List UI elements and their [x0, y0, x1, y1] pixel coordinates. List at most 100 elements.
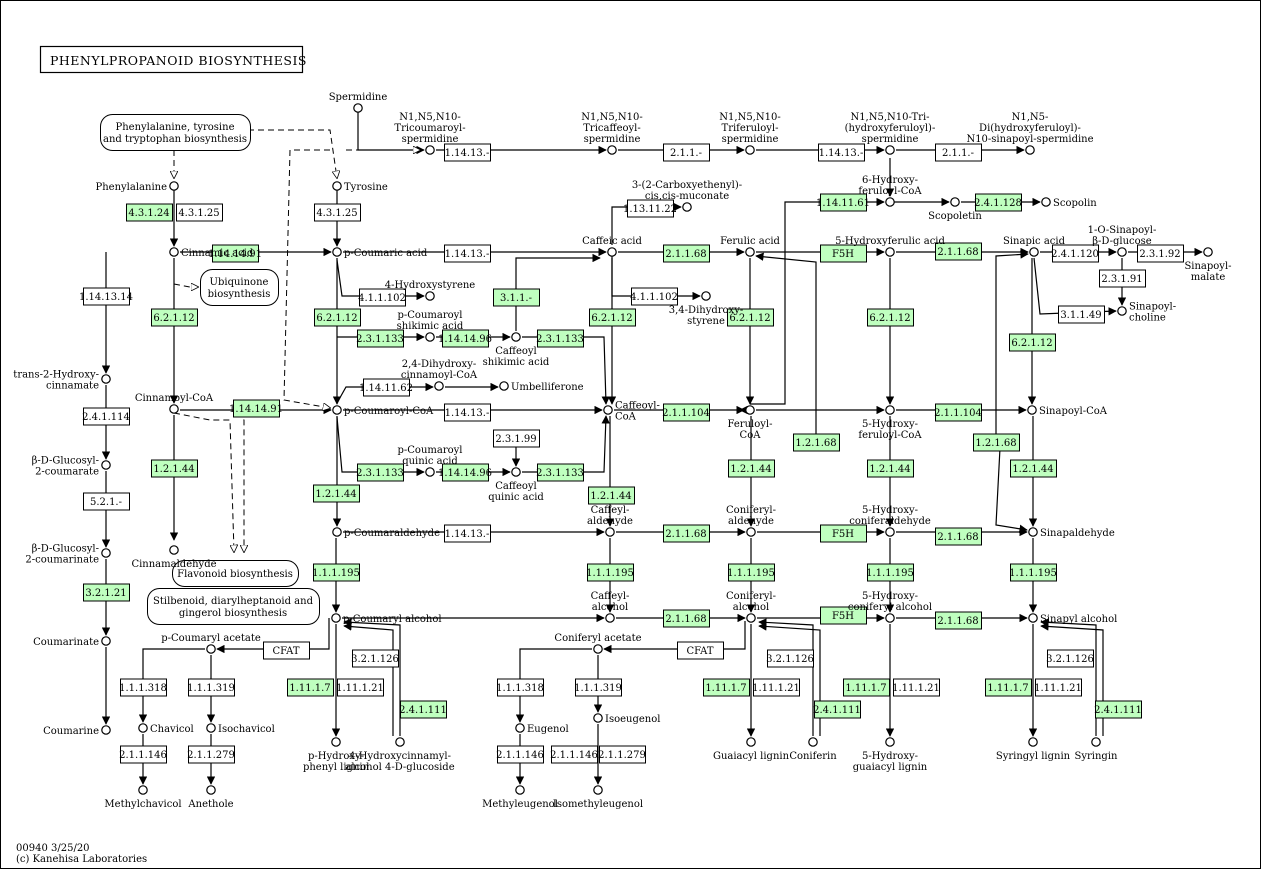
enzyme-box-e76[interactable]: 1.11.1.7 [703, 678, 750, 697]
enzyme-box-e71[interactable]: 1.1.1.319 [187, 678, 235, 697]
enzyme-box-e81[interactable]: 1.11.1.21 [1034, 678, 1082, 697]
enzyme-box-e30[interactable]: 2.3.1.133 [356, 329, 404, 348]
pathway-box-stil[interactable]: Stilbenoid, diarylheptanoid andgingerol … [147, 588, 320, 625]
compound-node-methylchavicol[interactable] [138, 785, 148, 795]
enzyme-boxes[interactable]: 1.14.13.-2.1.1.-1.14.13.-2.1.1.-1.14.11.… [79, 143, 1184, 764]
enzyme-box-e10[interactable]: 4.3.1.25 [314, 203, 361, 222]
compound-node-5hconald[interactable] [885, 527, 895, 537]
compound-node-hstyrene[interactable] [425, 291, 435, 301]
compound-node-pcoumarylalc[interactable] [331, 613, 341, 623]
compound-node-cinnamoylcoa[interactable] [169, 404, 179, 414]
enzyme-box-e63[interactable]: F5H [820, 606, 867, 625]
compound-node-phe[interactable] [169, 181, 179, 191]
enzyme-box-e44[interactable]: 1.14.14.96 [438, 463, 492, 482]
compound-node-pcoumaric[interactable] [332, 247, 342, 257]
enzyme-box-e48[interactable]: 1.2.1.44 [588, 486, 635, 505]
enzyme-box-e6[interactable]: 2.4.1.128 [974, 193, 1022, 212]
compound-node-cinnamaldehyde[interactable] [169, 545, 179, 555]
compound-node-cinnamic[interactable] [169, 247, 179, 257]
enzyme-box-e31[interactable]: 1.14.14.96 [438, 329, 492, 348]
enzyme-box-e56[interactable]: 3.2.1.21 [83, 583, 130, 602]
compound-node-dihstyrene[interactable] [701, 291, 711, 301]
enzyme-box-e16[interactable]: 2.4.1.120 [1051, 244, 1099, 263]
enzyme-box-e38[interactable]: 2.4.1.114 [82, 407, 130, 426]
compound-node-sincholine[interactable] [1117, 306, 1127, 316]
enzyme-box-e53[interactable]: 2.1.1.68 [663, 524, 710, 543]
compound-node-hcaglucoside[interactable] [395, 737, 405, 747]
compound-node-caffeoylcoa[interactable] [603, 405, 613, 415]
compound-node-cafquinic[interactable] [511, 467, 521, 477]
enzyme-box-e5[interactable]: 1.14.11.61 [816, 193, 870, 212]
enzyme-box-e73[interactable]: 1.11.1.21 [336, 678, 384, 697]
enzyme-box-e70[interactable]: 1.1.1.318 [119, 678, 167, 697]
enzyme-box-e84[interactable]: 2.4.1.111 [1094, 700, 1142, 719]
compound-node-thc[interactable] [101, 374, 111, 384]
compound-node-n1caf[interactable] [607, 145, 617, 155]
enzyme-box-e85[interactable]: 2.1.1.146 [119, 745, 167, 764]
enzyme-box-e13[interactable]: 2.1.1.68 [663, 244, 710, 263]
enzyme-box-e37[interactable]: 2.1.1.104 [934, 403, 982, 422]
compound-node-bglc2coum[interactable] [101, 460, 111, 470]
enzyme-box-e24[interactable]: 6.2.1.12 [151, 308, 198, 327]
compound-node-pcouquinic[interactable] [425, 467, 435, 477]
compound-node-bglc2coumarinate[interactable] [101, 548, 111, 558]
compound-node-n1sin[interactable] [1025, 145, 1035, 155]
enzyme-box-e51[interactable]: 1.2.1.44 [1010, 459, 1057, 478]
enzyme-box-e59[interactable]: 1.1.1.195 [727, 563, 775, 582]
enzyme-box-e35[interactable]: 1.14.13.- [444, 403, 491, 422]
enzyme-box-e89[interactable]: 2.1.1.279 [598, 745, 646, 764]
compound-node-caffeylald[interactable] [605, 527, 615, 537]
enzyme-box-e39[interactable]: 2.3.1.99 [493, 429, 540, 448]
compound-node-pcoushik[interactable] [425, 332, 435, 342]
enzyme-box-e1[interactable]: 1.14.13.- [444, 143, 491, 162]
enzyme-box-e8[interactable]: 4.3.1.24 [126, 203, 173, 222]
enzyme-box-e72[interactable]: 1.11.1.7 [287, 678, 334, 697]
enzyme-box-e62[interactable]: 2.1.1.68 [663, 609, 710, 628]
enzyme-box-e11[interactable]: 1.14.14.91 [208, 244, 262, 263]
enzyme-box-e33[interactable]: 1.14.11.62 [359, 378, 413, 397]
compound-node-5hfercoa[interactable] [885, 405, 895, 415]
enzyme-box-e32[interactable]: 2.3.1.133 [536, 329, 584, 348]
compound-node-scopolin[interactable] [1041, 197, 1051, 207]
enzyme-box-e77[interactable]: 1.11.1.21 [752, 678, 800, 697]
enzyme-box-e14[interactable]: F5H [820, 244, 867, 263]
compound-node-feruloylcoa[interactable] [745, 405, 755, 415]
compound-node-n1cou[interactable] [425, 145, 435, 155]
enzyme-box-e75[interactable]: 1.1.1.319 [574, 678, 622, 697]
enzyme-box-e80[interactable]: 1.11.1.7 [985, 678, 1032, 697]
enzyme-box-e45[interactable]: 2.3.1.133 [536, 463, 584, 482]
enzyme-box-e27[interactable]: 6.2.1.12 [727, 308, 774, 327]
compound-node-eugenol[interactable] [515, 723, 525, 733]
enzyme-box-e26[interactable]: 6.2.1.12 [589, 308, 636, 327]
enzyme-box-e3[interactable]: 1.14.13.- [818, 143, 865, 162]
compound-node-guaiacyl[interactable] [746, 737, 756, 747]
compound-node-coumarine[interactable] [101, 725, 111, 735]
compound-node-coumarinate[interactable] [101, 636, 111, 646]
compound-node-umbel[interactable] [499, 381, 509, 391]
compound-node-pcoumaroylcoa[interactable] [332, 405, 342, 415]
enzyme-box-e21[interactable]: 4.1.1.102 [358, 288, 406, 307]
enzyme-box-e34[interactable]: 1.14.14.91 [229, 399, 283, 418]
enzyme-box-e74[interactable]: 1.1.1.318 [496, 678, 544, 697]
compound-node-syringyl[interactable] [1028, 737, 1038, 747]
enzyme-box-e46[interactable]: 5.2.1.- [83, 492, 130, 511]
compound-node-coniferylalc[interactable] [746, 613, 756, 623]
compound-node-singlucose[interactable] [1117, 247, 1127, 257]
enzyme-box-e83[interactable]: 2.4.1.111 [813, 700, 861, 719]
compound-node-pcoumaraldehyde[interactable] [332, 527, 342, 537]
enzyme-box-e86[interactable]: 2.1.1.279 [187, 745, 235, 764]
compound-nodes[interactable] [101, 103, 1213, 795]
enzyme-box-e12[interactable]: 1.14.13.- [444, 244, 491, 263]
compound-node-sinapaldehyde[interactable] [1028, 527, 1038, 537]
enzyme-box-e82[interactable]: 2.4.1.111 [399, 700, 447, 719]
compound-node-isochavicol[interactable] [206, 723, 216, 733]
compound-node-n1hyd[interactable] [885, 145, 895, 155]
compound-node-caffeic[interactable] [607, 247, 617, 257]
compound-node-sinapic[interactable] [1029, 247, 1039, 257]
compound-node-5hferulic[interactable] [885, 247, 895, 257]
enzyme-box-e66[interactable]: CFAT [677, 641, 724, 660]
compound-node-cafshik[interactable] [511, 332, 521, 342]
compound-node-pcouacetate[interactable] [206, 644, 216, 654]
